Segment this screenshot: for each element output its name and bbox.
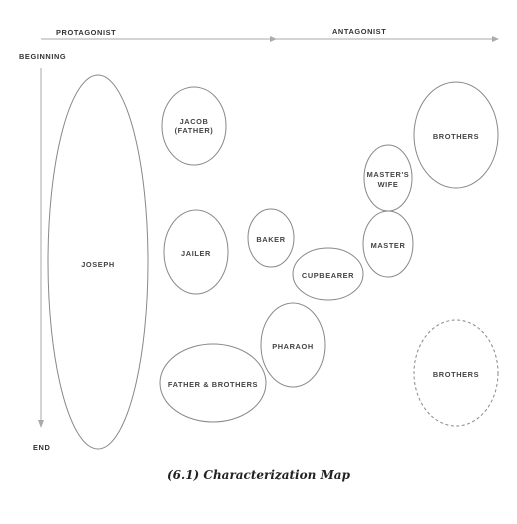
label-brothers-top: BROTHERS [433,132,479,141]
axis-label-beginning: BEGINNING [19,52,66,61]
label-masters-wife-line1: MASTER'S [367,170,410,179]
label-cupbearer: CUPBEARER [302,271,354,280]
node-baker [247,208,295,268]
label-jacob-line1: JACOB [180,117,209,126]
label-jailer: JAILER [181,249,211,258]
side-axis-end-arrow-icon [38,420,44,428]
top-axis-end-arrow-icon [492,36,499,42]
axis-label-protagonist: PROTAGONIST [56,28,116,37]
node-jacob [161,86,227,166]
node-master [362,210,414,278]
node-brothers-top [413,81,499,189]
label-jacob-line2: (FATHER) [175,126,214,135]
node-cupbearer [292,247,364,301]
node-jailer [163,209,229,295]
top-axis-mid-arrow-icon [270,36,277,42]
label-father-brothers: FATHER & BROTHERS [168,380,258,389]
axis-label-antagonist: ANTAGONIST [332,27,386,36]
figure-caption: (6.1) Characterization Map [167,468,350,482]
node-brothers-bottom [413,319,499,427]
node-joseph [47,74,149,450]
label-master: MASTER [371,241,406,250]
label-joseph: JOSEPH [81,260,115,269]
label-pharaoh: PHARAOH [272,342,314,351]
node-pharaoh [260,302,326,388]
axis-label-end: END [33,443,50,452]
label-baker: BAKER [256,235,285,244]
node-father-brothers [159,343,267,423]
label-masters-wife-line2: WIFE [378,180,399,189]
label-brothers-bottom: BROTHERS [433,370,479,379]
